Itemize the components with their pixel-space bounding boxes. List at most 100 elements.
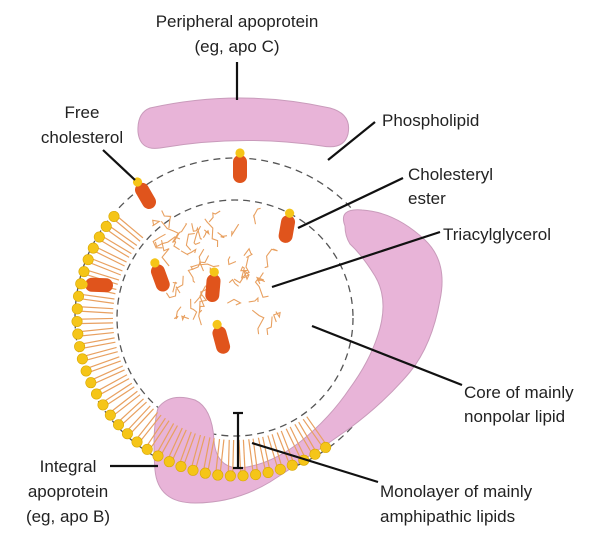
core-lipid-tail: [161, 210, 172, 229]
phospholipid-tail: [257, 437, 267, 474]
cholesterol-head: [235, 148, 245, 158]
phospholipid-head: [187, 464, 199, 476]
phospholipid-tail: [112, 217, 141, 242]
phospholipid-head: [131, 436, 143, 448]
leader-cholesteryl-ester: [297, 177, 404, 229]
phospholipid-head: [82, 254, 94, 266]
core-lipid-tail: [198, 285, 207, 326]
label-phospholipid: Phospholipid: [382, 111, 479, 130]
core-lipid-tail: [227, 298, 242, 306]
phospholipid-tail: [155, 423, 175, 456]
core-lipid-tail: [217, 231, 228, 239]
core-lipid-tail: [253, 207, 261, 225]
cholesterol-molecule: [278, 208, 296, 243]
phospholipid-tail: [248, 439, 255, 476]
core-lipid-tail: [180, 248, 197, 256]
phospholipid-head: [108, 210, 120, 222]
phospholipid-tail: [159, 425, 178, 458]
phospholipid-tail: [280, 430, 295, 465]
phospholipid-head: [73, 290, 85, 302]
phospholipid-head: [224, 470, 236, 482]
phospholipid-tail: [77, 310, 114, 314]
core-lipid-tail: [173, 306, 182, 320]
phospholipid-head: [93, 231, 105, 243]
phospholipid-tail: [91, 369, 125, 386]
phospholipid-tail: [107, 224, 138, 246]
phospholipid-head: [237, 470, 249, 482]
core-lipid-tail: [248, 296, 259, 303]
cholesterol-body: [85, 277, 113, 293]
label-triacylglycerol: Triacylglycerol: [443, 225, 551, 244]
cholesterol-body: [135, 182, 156, 209]
phospholipid-tail: [77, 322, 114, 325]
label-free-cholesterol-line1: Free: [65, 103, 100, 122]
phospholipid-tail: [294, 424, 314, 456]
phospholipid-tail: [232, 439, 235, 477]
phospholipid-tail: [82, 351, 118, 362]
core-boundary: [116, 199, 354, 437]
core-lipid-tail: [231, 223, 240, 238]
phospholipid-tail: [298, 421, 318, 454]
phospholipid-head: [71, 315, 83, 327]
core-lipid-tail: [254, 278, 269, 298]
core-lipid-tail: [240, 266, 248, 279]
label-cholesteryl-ester-line2: ester: [408, 189, 446, 208]
core-lipid-tail: [243, 269, 250, 281]
phospholipid-head: [152, 450, 164, 462]
phospholipid-tail: [108, 390, 138, 414]
phospholipid-tail: [103, 386, 135, 408]
label-peripheral-line1: Peripheral apoprotein: [156, 12, 319, 31]
phospholipid-head: [320, 441, 332, 453]
phospholipid-tail: [119, 401, 147, 427]
core-lipid-tail: [190, 248, 205, 270]
cholesterol-molecule: [233, 148, 247, 183]
leader-lines: [102, 62, 463, 484]
label-integral-line1: Integral: [40, 457, 97, 476]
phospholipid-head: [78, 266, 90, 278]
phospholipid-tail: [202, 437, 211, 473]
phospholipid-head: [113, 419, 125, 431]
phospholipid-head: [262, 466, 274, 478]
phospholipid-tail: [219, 439, 225, 476]
phospholipid-tail: [148, 420, 170, 451]
phospholipid-tail: [79, 341, 116, 350]
phospholipid-head: [97, 399, 109, 411]
core-lipid-tail: [152, 233, 166, 249]
core-lipid-tail: [175, 275, 184, 294]
phospholipid-tail: [134, 411, 159, 441]
phospholipid-shell: [71, 210, 332, 482]
core-lipid-tail: [185, 232, 195, 251]
phospholipid-tail: [94, 245, 127, 263]
phospholipid-tail: [79, 337, 115, 345]
label-integral-line3: (eg, apo B): [26, 507, 110, 526]
phospholipid-tail: [116, 398, 144, 424]
phospholipid-head: [286, 459, 298, 471]
core-lipid-tail: [227, 256, 237, 266]
label-free-cholesterol-line2: cholesterol: [41, 128, 123, 147]
core-lipid-tail: [272, 311, 281, 323]
phospholipid-tail: [78, 297, 114, 304]
phospholipid-tail: [100, 234, 132, 255]
label-core-line1: Core of mainly: [464, 383, 574, 402]
cholesterol-body: [233, 155, 247, 183]
cholesterol-head: [285, 208, 295, 218]
phospholipid-tail: [215, 438, 221, 475]
phospholipid-tail: [89, 365, 124, 382]
label-integral-line2: apoprotein: [28, 482, 108, 501]
core-lipid-tail: [208, 210, 221, 223]
phospholipid-head: [175, 460, 187, 472]
core-lipid-tail: [228, 278, 239, 287]
core-lipid-tail: [191, 223, 203, 240]
phospholipid-head: [71, 303, 83, 315]
phospholipid-tail: [111, 394, 141, 418]
phospholipid-head: [74, 341, 86, 353]
cholesterol-body: [150, 264, 170, 292]
cholesterol-head: [209, 267, 219, 277]
core-lipid-tail: [187, 268, 196, 283]
phospholipid-tail: [95, 374, 128, 393]
cholesterol-molecules: [78, 148, 296, 354]
cholesterol-molecule: [78, 277, 113, 293]
phospholipid-tail: [128, 408, 154, 436]
cholesterol-head: [150, 258, 160, 268]
